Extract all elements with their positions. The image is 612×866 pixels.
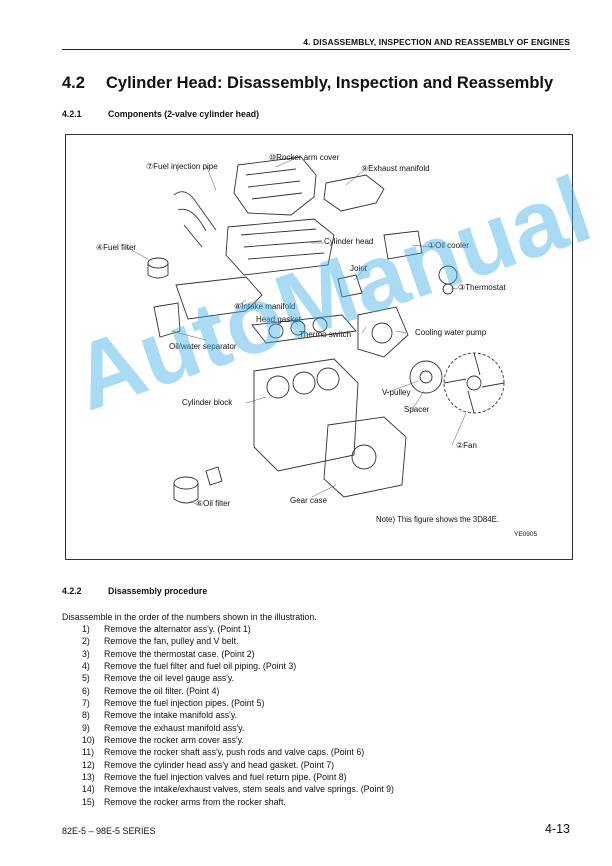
step-number: 12)	[82, 759, 95, 770]
page-number: 4-13	[544, 822, 570, 836]
step-number: 8)	[82, 710, 90, 721]
subsection-number: 4.2.1	[62, 109, 82, 119]
step-text: Remove the rocker shaft ass'y, push rods…	[104, 747, 365, 758]
subsection-disassembly-title: 4.2.2 Disassembly procedure	[62, 586, 207, 596]
step-number: 10)	[82, 735, 95, 746]
list-item: 12) Remove the cylinder head ass'y and he…	[82, 759, 394, 771]
list-item: 5) Remove the oil level gauge ass'y.	[82, 672, 394, 684]
step-number: 5)	[82, 673, 90, 684]
label-head-gasket: Head gasket	[256, 315, 301, 324]
step-text: Remove the fan, pulley and V belt.	[104, 636, 239, 647]
list-item: 8) Remove the intake manifold ass'y.	[82, 709, 394, 721]
subsection-number: 4.2.2	[62, 586, 82, 596]
step-text: Remove the rocker arm cover ass'y.	[104, 735, 244, 746]
label-rocker-arm-cover: ⑩Rocker arm cover	[269, 153, 340, 162]
engine-exploded-illustration	[125, 156, 505, 506]
step-text: Remove the oil filter. (Point 4)	[104, 685, 220, 696]
step-text: Remove the exhaust manifold ass'y.	[104, 722, 245, 733]
procedure-intro: Disassemble in the order of the numbers …	[62, 612, 317, 622]
subsection-title-text: Components (2-valve cylinder head)	[108, 109, 260, 119]
step-number: 9)	[82, 722, 90, 733]
list-item: 9) Remove the exhaust manifold ass'y.	[82, 722, 394, 734]
label-cylinder-block: Cylinder block	[182, 398, 233, 407]
list-item: 15) Remove the rocker arms from the rocke…	[82, 796, 394, 808]
label-exhaust-manifold: ⑨Exhaust manifold	[361, 164, 430, 173]
step-text: Remove the alternator ass'y. (Point 1)	[104, 624, 251, 634]
list-item: 13) Remove the fuel injection valves and …	[82, 771, 394, 783]
label-fan: ②Fan	[456, 441, 477, 450]
list-item: 14) Remove the intake/exhaust valves, ste…	[82, 783, 394, 795]
list-item: 11) Remove the rocker shaft ass'y, push r…	[82, 746, 394, 758]
step-number: 14)	[82, 784, 95, 795]
step-text: Remove the cylinder head ass'y and head …	[104, 759, 335, 770]
label-v-pulley: V-pulley	[382, 388, 411, 397]
step-text: Remove the fuel filter and fuel oil pipi…	[104, 661, 297, 672]
list-item: 6) Remove the oil filter. (Point 4)	[82, 685, 394, 697]
label-gear-case: Gear case	[290, 496, 327, 505]
label-cooling-water-pump: Cooling water pump	[415, 328, 487, 337]
label-thermo-switch: Thermo switch	[299, 330, 352, 339]
step-text: Remove the intake manifold ass'y.	[104, 710, 238, 721]
list-item: 10) Remove the rocker arm cover ass'y.	[82, 734, 394, 746]
list-item: 7) Remove the fuel injection pipes. (Poin…	[82, 697, 394, 709]
figure-note: Note) This figure shows the 3D84E.	[376, 515, 499, 524]
step-number: 4)	[82, 661, 90, 672]
chapter-header: 4. DISASSEMBLY, INSPECTION AND REASSEMBL…	[303, 37, 570, 47]
label-oil-filter: ⑥Oil filter	[196, 499, 231, 508]
footer-series: 82E-5 – 98E-5 SERIES	[62, 826, 156, 836]
procedure-steps: 1) Remove the alternator ass'y. (Point 1)…	[82, 623, 394, 808]
step-text: Remove the oil level gauge ass'y.	[104, 673, 235, 684]
label-fuel-filter: ④Fuel filter	[96, 243, 137, 252]
step-number: 2)	[82, 636, 90, 647]
step-number: 6)	[82, 685, 90, 696]
header-rule	[62, 49, 570, 50]
step-number: 3)	[82, 648, 90, 659]
section-title-text: Cylinder Head: Disassembly, Inspection a…	[106, 74, 554, 92]
label-joint: Joint	[350, 264, 367, 273]
exploded-view-figure: ⑦Fuel injection pipe ⑩Rocker arm cover ⑨…	[65, 134, 573, 560]
subsection-title-text: Disassembly procedure	[108, 586, 208, 596]
subsection-components-title: 4.2.1 Components (2-valve cylinder head)	[62, 109, 259, 119]
step-text: Remove the fuel injection valves and fue…	[104, 772, 347, 783]
list-item: 2) Remove the fan, pulley and V belt.	[82, 635, 394, 647]
step-number: 11)	[82, 747, 95, 758]
label-spacer: Spacer	[404, 405, 430, 414]
step-text: Remove the fuel injection pipes. (Point …	[104, 698, 265, 709]
label-fuel-injection-pipe: ⑦Fuel injection pipe	[146, 162, 218, 171]
label-oil-water-separator: Oil/water separator	[169, 342, 237, 351]
list-item: 4) Remove the fuel filter and fuel oil pi…	[82, 660, 394, 672]
list-item: 3) Remove the thermostat case. (Point 2)	[82, 648, 394, 660]
label-oil-cooler: ①Oil cooler	[428, 241, 469, 250]
step-text: Remove the intake/exhaust valves, stem s…	[104, 784, 394, 795]
step-number: 13)	[82, 772, 95, 783]
step-text: Remove the thermostat case. (Point 2)	[104, 648, 255, 659]
section-number: 4.2	[62, 74, 85, 92]
step-number: 15)	[82, 796, 95, 807]
label-cylinder-head: Cylinder head	[324, 237, 374, 246]
label-intake-manifold: ⑧Intake manifold	[234, 302, 296, 311]
step-number: 7)	[82, 698, 90, 709]
step-text: Remove the rocker arms from the rocker s…	[104, 796, 286, 807]
figure-code: YE0905	[514, 531, 538, 538]
section-title: 4.2 Cylinder Head: Disassembly, Inspectio…	[62, 74, 553, 93]
step-number: 1)	[82, 624, 90, 634]
list-item: 1) Remove the alternator ass'y. (Point 1)	[82, 623, 394, 635]
label-thermostat: ③Thermostat	[458, 283, 506, 292]
